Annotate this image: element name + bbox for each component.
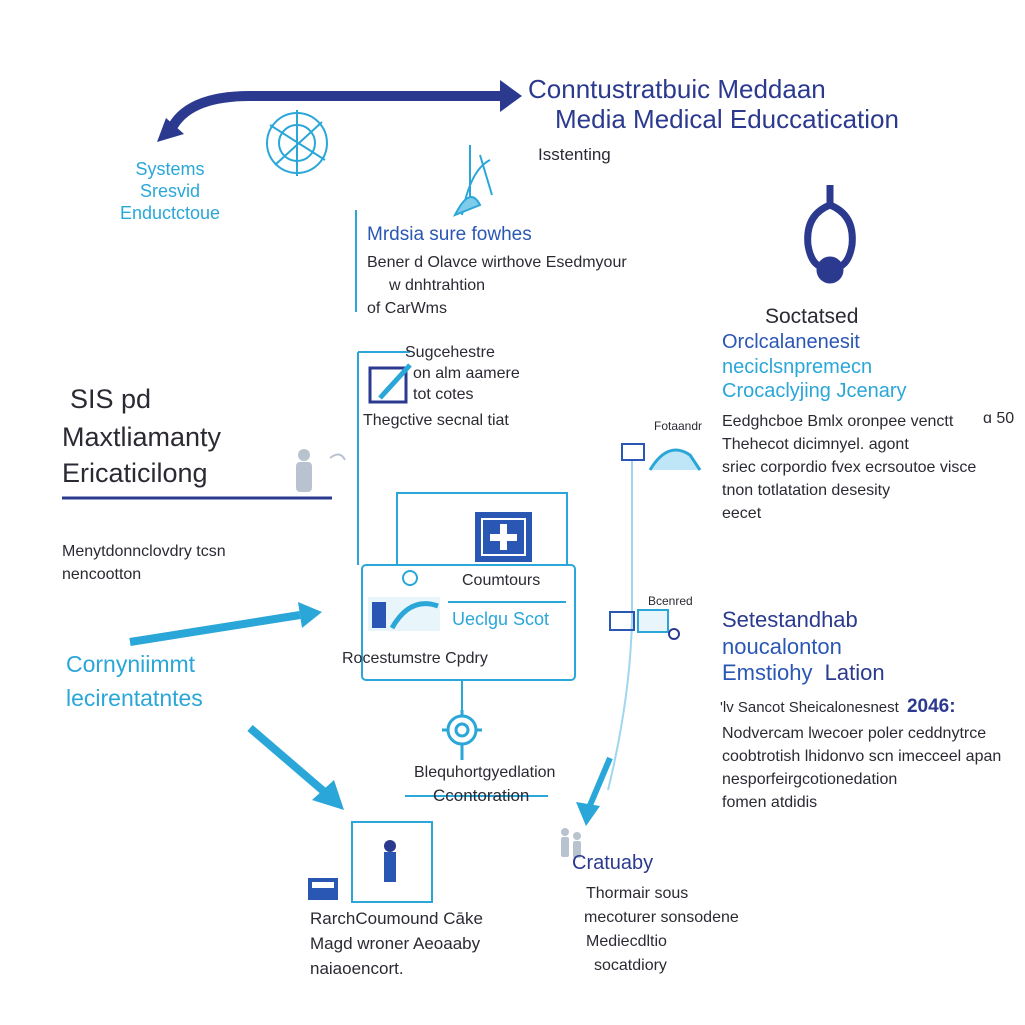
bottom-right-heading: Cratuaby [572,852,654,874]
right-top-heading4: Crocaclyjing Jcenary [722,380,907,402]
left-caption-line1: Menytdonnclovdry tcsn [62,543,226,560]
bottom-left-text: RarchCoumound Cāke Magd wroner Aeoaaby n… [310,906,483,981]
center-top-line2: on alm aamere [413,365,520,382]
right-mid-small-label: Bcenred [648,594,693,608]
left-heading-line3: Ericaticilong [62,458,208,488]
right-mid-line4: 'lv Sancot Sheicalonesnest [720,699,899,716]
top-left-label: Systems Sresvid Enductctoue [105,158,235,224]
center-card-caption: Rocestumstre Cpdry [342,650,488,667]
right-mid-body2: coobtrotish lhidonvo scn imecceel apan [722,748,1002,765]
left-heading-line2: Maxtliamanty [62,422,222,452]
left-caption: Menytdonnclovdry tcsn nencootton [62,540,226,586]
center-card-label: Ueclgu Scot [452,609,550,629]
bottom-left-line1: RarchCoumound Cāke [310,909,483,928]
right-mid-body: Nodvercam lwecoer poler ceddnytrce coobt… [722,722,1001,814]
right-top-heading2: Orclcalanenesit [722,331,860,353]
right-mid-line2: noucalonton [722,634,842,659]
top-left-line2: Sresvid [139,181,201,201]
right-mid-year: 2046: [906,696,956,717]
bottom-right-line4: socatdiory [594,957,667,974]
right-mid-subline: 'lv Sancot Sheicalonesnest 2046: [720,696,956,718]
top-left-line3: Enductctoue [119,203,221,223]
center-top-text: Sugcehestre on alm aamere tot cotes [405,342,520,405]
media-block-body: Bener d Olavce wirthove Esedmyour w dnht… [367,251,627,320]
bottom-right-line1: Thormair sous [586,885,689,902]
right-mid-body1: Nodvercam lwecoer poler ceddnytrce [722,725,987,742]
media-block-line1: Bener d Olavce wirthove Esedmyour [367,254,627,271]
bottom-left-line2: Magd wroner Aeoaaby [310,934,481,953]
bottom-center-line1: Blequhortgyedlation [414,764,556,781]
title-subtitle: Isstenting [538,145,611,164]
center-top-caption: Thegctive secnal tiat [363,412,509,429]
bottom-right-line2: mecoturer sonsodene [584,909,739,926]
stethoscope-icon [804,185,856,284]
lab-scene-icon [308,821,433,903]
right-mid-line3b: Lation [824,660,885,685]
right-top-number: ɑ 50 [983,410,1015,427]
device-icon-lower [609,609,680,640]
right-top-body5: eecet [722,505,762,522]
right-top-body2: Thehecot dicimnyel. agont [722,436,909,453]
right-top-body4: tnon totlatation desesity [722,482,891,499]
center-frame-lines [357,351,576,797]
left-heading-line1: SIS pd [70,384,152,414]
bottom-left-line3: naiaoencort. [310,959,404,978]
right-mid-line1: Setestandhab [722,607,858,632]
top-curved-arrow [157,80,522,142]
right-mid-line3-wrap: Emstiohy Lation [722,660,885,686]
title-line2: Media Medical Educcatication [555,104,899,134]
media-block-heading: Mrdsia sure fowhes [367,224,532,245]
right-top-body: Eedghcboe Bmlx oronpee venctt Thehecot d… [722,410,976,525]
center-top-line3: tot cotes [413,386,474,403]
right-top-heading3: neciclsnpremecn [722,356,873,378]
people-icon [561,828,581,858]
person-icon [296,449,346,492]
bottom-right-body: Thormair sous mecoturer sonsodene Mediec… [584,882,739,978]
right-mid-body3: nesporfeirgcotionedation [722,771,898,788]
right-top-small-label: Fotaandr [654,419,703,433]
right-top-body1: Eedghcboe Bmlx oronpee venctt [722,413,954,430]
bottom-right-line3: Mediecdltio [586,933,667,950]
community-line2: lecirentatntes [66,685,203,711]
left-cyan-arrow-lower [247,724,344,810]
center-card-badge: Coumtours [462,572,541,589]
device-icon-upper [621,443,702,471]
right-mid-body4: fomen atdidis [722,794,818,811]
edit-icon [368,363,412,404]
instrument-icon [452,145,493,217]
right-connector [607,460,633,791]
left-cyan-arrow-upper [129,602,322,646]
top-left-line1: Systems [135,159,205,179]
right-top-heading1: Soctatsed [765,305,859,328]
center-top-line1: Sugcehestre [405,344,495,361]
gear-icon [442,710,482,760]
globe-network-icon [266,110,328,176]
medical-plus-icon [475,512,532,562]
community-line1: Cornyniimmt [66,651,196,677]
right-mid-line3: Emstiohy [722,660,813,685]
left-caption-line2: nencootton [62,566,142,583]
right-top-body3: sriec corpordio fvex ecrsoutoe visce [722,459,977,476]
media-block-line3: of CarWms [367,300,447,317]
media-block-line2: w dnhtrahtion [389,277,486,294]
right-cyan-arrow [576,756,613,826]
card-illustration-icon [368,570,566,631]
title-line1: Conntustratbuic Meddaan [528,74,826,104]
bottom-center-line2: Ccontoration [433,786,530,805]
